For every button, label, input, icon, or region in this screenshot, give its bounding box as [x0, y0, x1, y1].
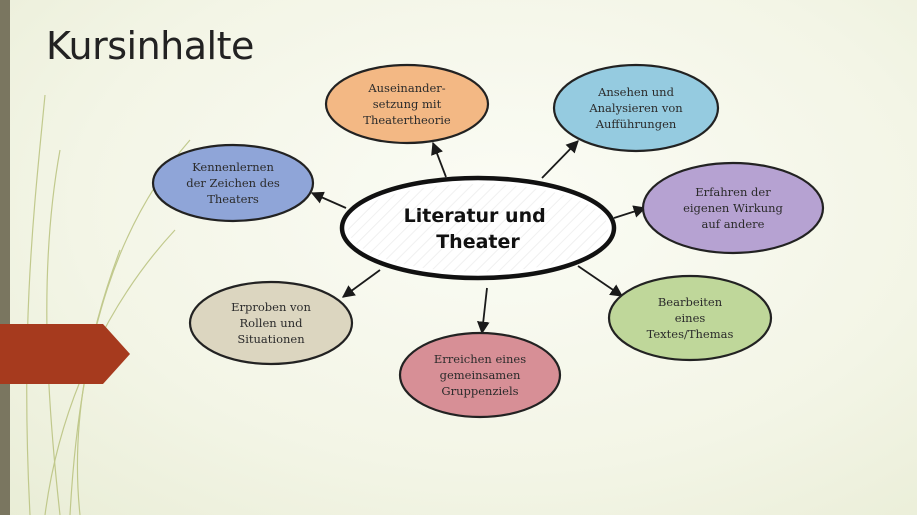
node-kennenlernen-label-line: Theaters: [207, 192, 259, 206]
node-erreichen-label-line: Erreichen eines: [434, 352, 526, 366]
node-bearbeiten-label-line: Textes/Themas: [647, 327, 734, 341]
center-label-line-1: Literatur und: [404, 205, 546, 227]
node-erproben-shape: [188, 280, 354, 366]
center-node: Literatur und Theater: [339, 175, 617, 281]
node-auseinandersetzung-label-line: Auseinander-: [367, 81, 445, 95]
node-ansehen-label-line: Aufführungen: [595, 117, 677, 131]
connector-erproben: [341, 269, 381, 298]
node-auseinandersetzung-label-line: setzung mit: [373, 97, 442, 111]
node-auseinandersetzung-label-line: Theatertheorie: [363, 113, 451, 127]
node-erreichen-label-line: Gruppenziels: [441, 384, 518, 398]
node-erfahren-label-line: auf andere: [702, 217, 765, 231]
node-erreichen-label-line: gemeinsamen: [440, 368, 521, 382]
node-erfahren-shape: [641, 161, 825, 255]
node-erfahren-label-line: Erfahren der: [695, 185, 771, 199]
left-accent-bar: [0, 0, 10, 515]
connector-ansehen: [541, 140, 579, 179]
center-label-line-2: Theater: [436, 231, 520, 253]
node-erreichen-shape: [398, 331, 562, 419]
node-erproben-label-line: Rollen und: [240, 316, 304, 330]
node-erfahren: Erfahren der eigenen Wirkung auf andere: [641, 161, 825, 255]
connector-erfahren: [613, 205, 647, 219]
node-auseinandersetzung-shape: [324, 63, 490, 145]
node-erproben-label-line: Erproben von: [231, 300, 311, 314]
node-bearbeiten-label-line: Bearbeiten: [658, 295, 723, 309]
connector-kennenlernen: [310, 191, 347, 209]
node-erfahren-label: Erfahren der eigenen Wirkung auf andere: [683, 185, 783, 231]
connector-erreichen: [476, 287, 490, 335]
node-kennenlernen-label-line: Kennenlernen: [192, 160, 274, 174]
connector-bearbeiten: [577, 265, 624, 297]
node-ansehen-label-line: Ansehen und: [597, 85, 675, 99]
chevron-arrow-icon: [0, 324, 130, 384]
node-kennenlernen-shape: [151, 143, 315, 223]
node-erproben-label-line: Situationen: [237, 332, 305, 346]
node-ansehen-shape: [552, 63, 720, 153]
connectors: [310, 140, 647, 335]
node-erfahren-label-line: eigenen Wirkung: [683, 201, 783, 215]
node-bearbeiten-shape: [607, 274, 773, 362]
node-ansehen-label-line: Analysieren von: [588, 101, 683, 115]
node-bearbeiten-label-line: eines: [675, 311, 706, 325]
connector-auseinandersetzung: [431, 141, 447, 178]
svg-text:Literatur und Theater: Literatur und Theater: [404, 205, 553, 253]
node-kennenlernen-label-line: der Zeichen des: [186, 176, 280, 190]
page-title: Kursinhalte: [46, 24, 254, 68]
